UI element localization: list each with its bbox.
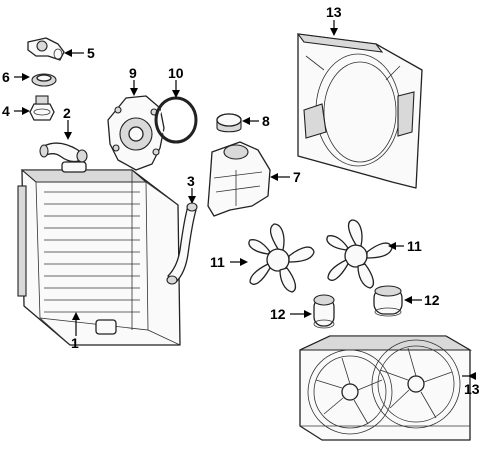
radiator — [17, 161, 181, 346]
callout-1: 1 — [71, 335, 79, 351]
callout-12-right: 12 — [424, 292, 440, 308]
fan-clutch-left — [313, 294, 335, 329]
reservoir-cap — [216, 113, 242, 133]
reservoir — [207, 141, 271, 217]
callout-13-bottom: 13 — [464, 381, 480, 397]
callout-13-top: 13 — [326, 4, 342, 20]
upper-hose — [39, 142, 88, 163]
callout-8: 8 — [262, 113, 270, 129]
fan-assembly — [299, 335, 473, 441]
callout-11-left: 11 — [210, 254, 225, 270]
callout-2: 2 — [63, 105, 71, 121]
callout-4: 4 — [2, 103, 10, 119]
callout-leaders — [14, 20, 476, 380]
thermostat-seal — [31, 73, 57, 87]
water-pump — [107, 95, 165, 171]
fan-assembly-blades — [315, 347, 453, 425]
water-outlet — [27, 37, 65, 61]
callout-10: 10 — [168, 65, 184, 81]
callout-11-right: 11 — [407, 238, 422, 254]
fan-clutch-right — [373, 285, 403, 317]
callout-5: 5 — [87, 45, 95, 61]
lower-hose — [166, 202, 198, 285]
callout-12-left: 12 — [270, 306, 286, 322]
callout-labels: 1 2 3 4 5 6 7 8 9 10 11 11 12 12 13 13 — [2, 4, 480, 397]
fan-blade-left — [248, 223, 315, 293]
callout-9: 9 — [129, 65, 137, 81]
radiator-fins — [44, 191, 140, 313]
callout-6: 6 — [2, 69, 10, 85]
fan-blade-right — [326, 219, 393, 289]
callout-7: 7 — [293, 169, 301, 185]
thermostat — [29, 95, 55, 121]
fan-shroud — [296, 33, 423, 189]
callout-3: 3 — [187, 173, 195, 189]
